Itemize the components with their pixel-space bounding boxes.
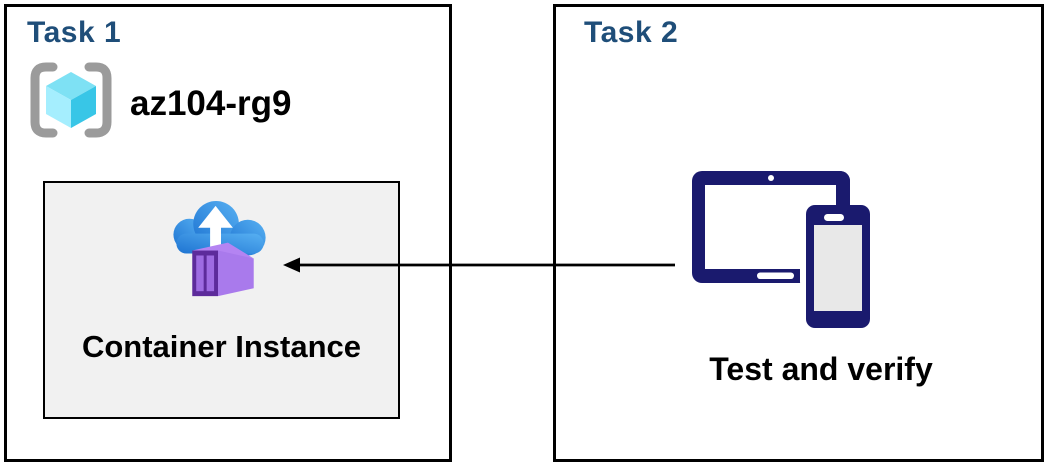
- upload-arrow-icon: [197, 205, 233, 251]
- arrow-right-to-left: [283, 257, 675, 273]
- resource-cube: [46, 72, 96, 128]
- task1-box: Task 1 az104-rg9: [4, 4, 452, 462]
- container-instance-icon: [172, 200, 266, 297]
- container-instance-label: Container Instance: [81, 329, 362, 364]
- phone-icon: [800, 171, 876, 328]
- devices-icon: [692, 171, 876, 328]
- bracket-left: [30, 62, 58, 138]
- resource-group-name: az104-rg9: [130, 84, 292, 123]
- phone-speaker: [824, 214, 844, 221]
- phone-screen: [814, 225, 862, 311]
- tablet-camera-dot: [768, 175, 774, 181]
- task2-title: Task 2: [584, 16, 679, 49]
- container-instance-box: Container Instance: [43, 181, 400, 419]
- container-cube: [191, 242, 254, 297]
- test-and-verify-label: Test and verify: [709, 351, 933, 387]
- arrowhead: [283, 257, 300, 273]
- bracket-right: [84, 62, 112, 138]
- tablet-home-button: [757, 272, 794, 279]
- task2-box: Task 2 Test and verify: [553, 4, 1044, 462]
- resource-group-icon: [30, 62, 112, 138]
- task1-title: Task 1: [27, 16, 122, 49]
